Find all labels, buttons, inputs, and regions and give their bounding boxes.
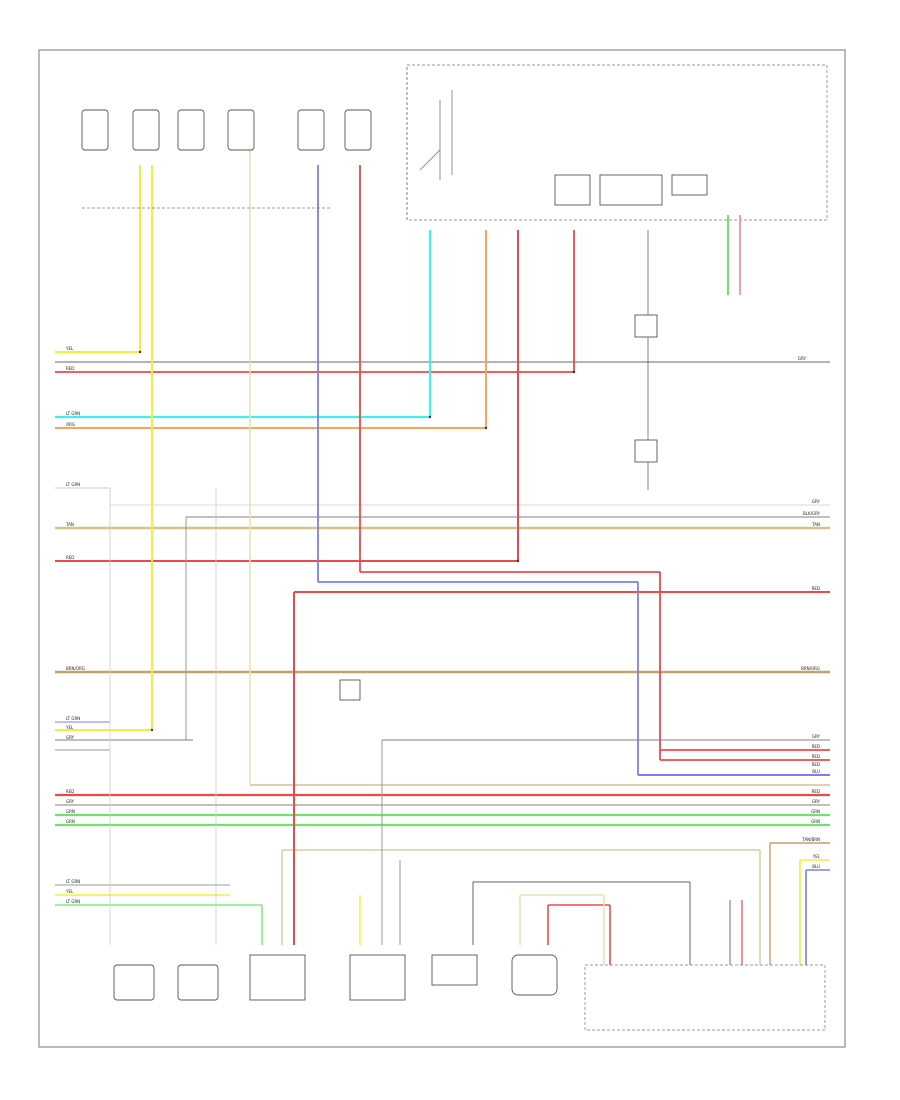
wire-label: GRY — [798, 356, 807, 361]
wire-label: TAN — [811, 522, 820, 527]
sensor-3 — [177, 109, 205, 151]
wire-label: GRY — [812, 799, 821, 804]
mid-sensor-2 — [634, 439, 658, 463]
bottom-sensor-2 — [177, 964, 219, 1001]
wire-label: LT GRN — [66, 716, 80, 721]
wire-label: YEL — [65, 725, 74, 730]
wire-label: GRN — [811, 809, 820, 814]
wire-label: RED — [812, 744, 820, 749]
right-wire-labels: GRY GRY BLK/GRY TAN RED BRN/ORG GRY RED … — [798, 356, 821, 869]
wire-label: RED — [66, 789, 74, 794]
bottom-module-3 — [431, 954, 478, 986]
module-box-1 — [554, 174, 591, 206]
wire-label: GRN — [66, 809, 75, 814]
wire-label: TAN — [65, 522, 74, 527]
wire-label: GRY — [812, 734, 821, 739]
wire-label: YEL — [65, 889, 74, 894]
module-box-3 — [671, 174, 708, 196]
diagram-frame — [38, 49, 846, 1048]
wire-label: ORG — [66, 422, 75, 427]
wire-label: YEL — [812, 854, 821, 859]
wire-label: GRN — [66, 819, 75, 824]
mid-sensor-3 — [339, 679, 361, 701]
wire-label: LT GRN — [66, 411, 80, 416]
bottom-components — [113, 954, 826, 1031]
wire-label: GRY — [812, 499, 821, 504]
wire-label: GRY — [66, 735, 75, 740]
wire-label: RED — [812, 762, 820, 767]
wire-label: LT GRN — [66, 482, 80, 487]
wire-label: BLU — [812, 769, 820, 774]
wire-label: LT GRN — [66, 879, 80, 884]
wire-label: RED — [66, 555, 74, 560]
sensor-2 — [132, 109, 160, 151]
wire-label: BRN/ORG — [66, 666, 85, 671]
wire-label: RED — [66, 366, 74, 371]
bottom-module-4 — [511, 954, 558, 996]
left-wire-labels: YEL RED LT GRN ORG LT GRN TAN RED BRN/OR… — [65, 346, 85, 904]
horizontal-wires — [55, 351, 830, 906]
wire-label: GRN — [811, 819, 820, 824]
wire-label: TAN/BRN — [801, 837, 820, 842]
bottom-module-1 — [249, 954, 306, 1001]
wire-label: BLU — [812, 864, 820, 869]
sensor-1 — [81, 109, 109, 151]
bottom-module-2 — [349, 954, 406, 1001]
mid-sensor-1 — [634, 314, 658, 338]
top-components — [81, 90, 708, 701]
wire-label: RED — [812, 586, 820, 591]
wire-label: GRY — [66, 799, 75, 804]
vertical-wires — [109, 140, 807, 965]
wire-label: LT GRN — [66, 899, 80, 904]
bottom-sensor-1 — [113, 964, 155, 1001]
wire-label: BLK/GRY — [803, 511, 821, 516]
connector-pins — [138, 350, 576, 732]
sensor-4 — [227, 109, 255, 151]
sensor-6 — [344, 109, 372, 151]
wire-label: RED — [812, 754, 820, 759]
wire-label: BRN/ORG — [801, 666, 820, 671]
module-box-2 — [599, 174, 663, 206]
control-module-dashed — [584, 964, 826, 1031]
wire-label: YEL — [65, 346, 74, 351]
wire-label: RED — [812, 789, 820, 794]
sensor-5 — [297, 109, 325, 151]
